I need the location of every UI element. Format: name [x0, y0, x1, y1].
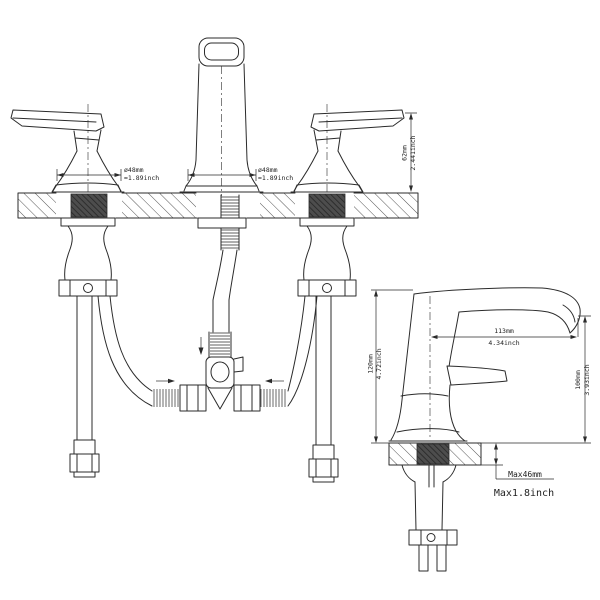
center-spout-front: [179, 37, 264, 196]
right-valve-body: [297, 217, 357, 297]
dim-overall-height: 120mm 4.72inch: [367, 289, 413, 444]
dim-spout-height: 100mm 3.93inch: [481, 315, 591, 444]
right-supply-nut: [308, 458, 339, 478]
dim-max-deck-thickness: Max46mm Max1.8inch: [481, 443, 554, 499]
right-supply-hose: [308, 295, 339, 483]
tee-left-fitting: [179, 384, 207, 412]
dim-handle-height: 62mm 2.441inch: [401, 112, 417, 192]
max-deck-mm: Max46mm: [508, 470, 542, 479]
below-deck-plumbing: [58, 194, 357, 483]
tee-right-fitting: [233, 384, 261, 412]
tee-connector: [179, 331, 261, 412]
max-deck-inch: Max1.8inch: [494, 488, 554, 499]
spout-reach-inch: 4.34inch: [488, 339, 519, 347]
side-below-deck: [401, 464, 458, 572]
left-tee-hose: [97, 295, 179, 407]
right-arrow-icon: [168, 378, 175, 384]
dim-handle-diameter: ø48mm ≈1.89inch: [56, 166, 159, 182]
left-valve-body: [58, 217, 118, 297]
overall-height-mm: 120mm: [367, 354, 375, 374]
spout-height-mm: 100mm: [574, 370, 582, 390]
dim-spout-reach: 113mm 4.34inch: [431, 318, 579, 347]
spout-reach-mm: 113mm: [494, 327, 514, 335]
left-arrow-icon: [265, 378, 272, 384]
side-mounting-nut: [408, 529, 458, 546]
right-tee-hose: [260, 295, 318, 407]
assembly-arrows: [156, 337, 284, 384]
spout-diameter-mm: ø48mm: [258, 166, 278, 174]
handle-diameter-mm: ø48mm: [124, 166, 144, 174]
left-handle: [10, 104, 125, 196]
side-view-assembly: 120mm 4.72inch 113mm 4.34inch 100mm 3.93…: [367, 287, 591, 572]
handle-height-inch: 2.441inch: [409, 135, 417, 170]
handle-diameter-inch: ≈1.89inch: [124, 174, 159, 182]
countertop-deck: [17, 192, 419, 219]
front-view-assembly: ø48mm ≈1.89inch ø48mm ≈1.89inch 62mm 2.4…: [10, 37, 419, 483]
side-handle-lever: [446, 365, 508, 386]
left-supply-nut: [69, 453, 100, 473]
side-deck: [388, 442, 482, 466]
side-spout-body: [388, 287, 581, 442]
spout-shank-threads: [197, 194, 247, 333]
dim-spout-diameter: ø48mm ≈1.89inch: [187, 166, 293, 182]
left-supply-hose: [69, 295, 100, 478]
spout-height-inch: 3.93inch: [583, 364, 591, 395]
right-handle: [290, 103, 405, 197]
left-mounting-hole: [70, 193, 108, 218]
handle-height-mm: 62mm: [401, 145, 409, 161]
right-mounting-hole: [308, 193, 346, 218]
side-mounting-hole: [416, 443, 450, 465]
down-arrow-icon: [198, 347, 204, 355]
overall-height-inch: 4.72inch: [375, 348, 383, 379]
spout-diameter-inch: ≈1.89inch: [258, 174, 293, 182]
